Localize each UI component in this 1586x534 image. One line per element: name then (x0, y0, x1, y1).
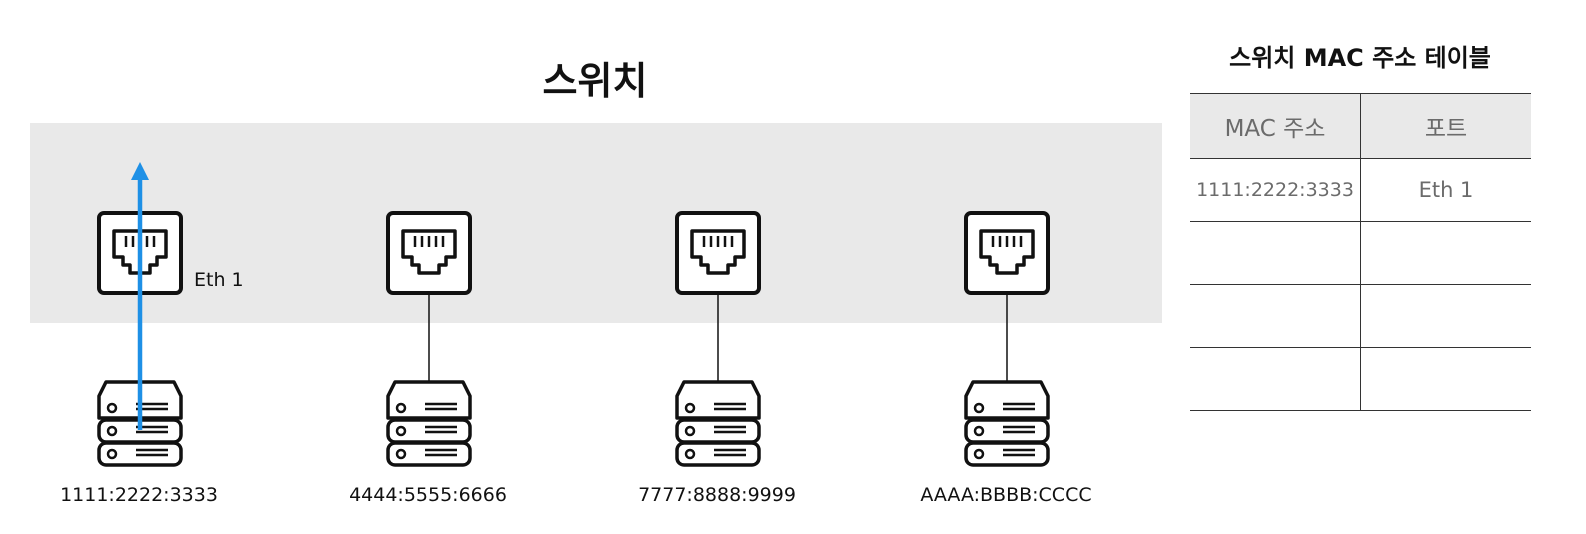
table-cell-mac (1190, 347, 1361, 411)
host-mac-label: 1111:2222:3333 (60, 484, 218, 506)
column-header-port: 포트 (1360, 93, 1531, 159)
table-row (1190, 347, 1531, 411)
host-mac-label: AAAA:BBBB:CCCC (920, 484, 1092, 506)
host-mac-label: 4444:5555:6666 (349, 484, 507, 506)
host-mac-label: 7777:8888:9999 (638, 484, 796, 506)
table-header-row: MAC 주소 포트 (1190, 93, 1531, 159)
table-cell-mac (1190, 221, 1361, 285)
table-row (1190, 284, 1531, 348)
table-cell-port (1360, 284, 1531, 348)
server-icon (964, 380, 1050, 467)
table-cell-port: Eth 1 (1360, 158, 1531, 222)
ethernet-port-icon (964, 211, 1050, 295)
table-cell-port (1360, 347, 1531, 411)
server-icon (386, 380, 472, 467)
server-icon (675, 380, 761, 467)
table-cell-port (1360, 221, 1531, 285)
frame-arrow-icon (131, 162, 149, 430)
ethernet-port-icon (675, 211, 761, 295)
table-row (1190, 221, 1531, 285)
port-label-eth1: Eth 1 (194, 269, 244, 291)
ethernet-port-icon (386, 211, 472, 295)
table-cell-mac: 1111:2222:3333 (1190, 158, 1361, 222)
switch-title: 스위치 (542, 59, 648, 103)
mac-table-title: 스위치 MAC 주소 테이블 (1229, 44, 1491, 72)
table-row: 1111:2222:3333 Eth 1 (1190, 158, 1531, 222)
table-cell-mac (1190, 284, 1361, 348)
column-header-mac: MAC 주소 (1190, 93, 1361, 159)
mac-address-table: MAC 주소 포트 1111:2222:3333 Eth 1 (1190, 93, 1531, 411)
